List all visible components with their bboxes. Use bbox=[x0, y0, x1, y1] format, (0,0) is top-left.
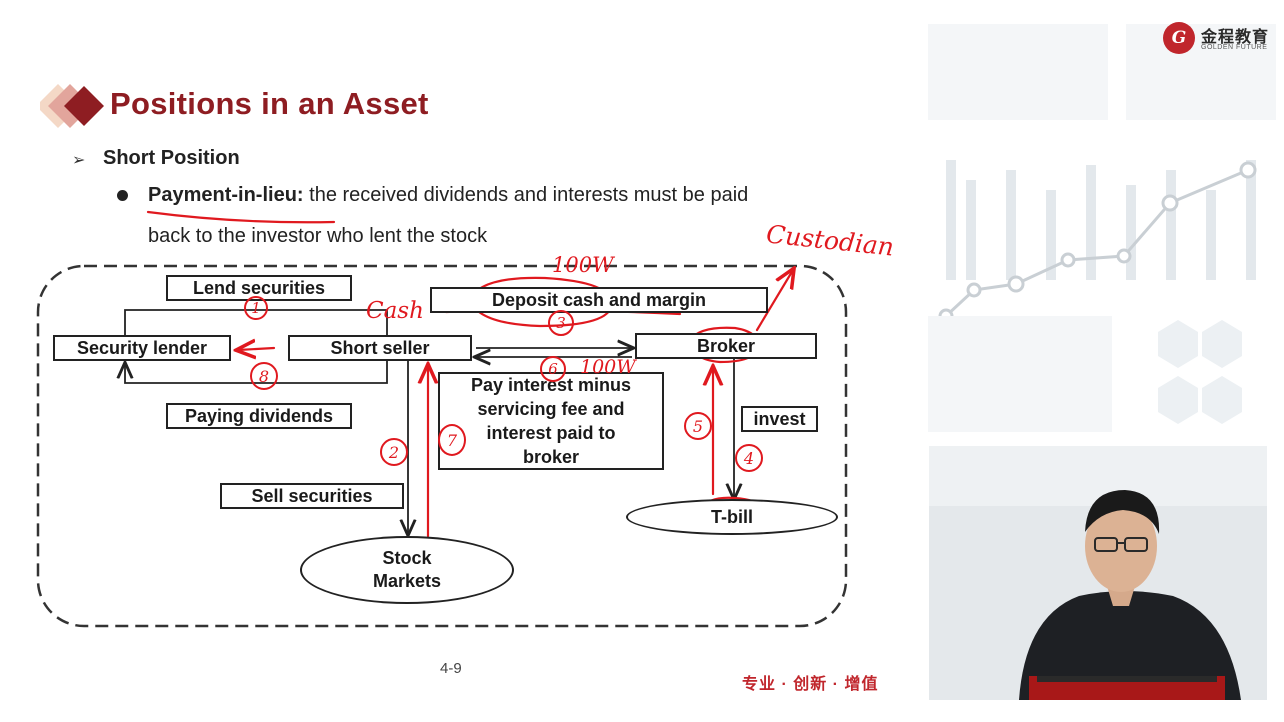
step-8-marker: 8 bbox=[250, 362, 278, 390]
short-seller-box: Short seller bbox=[288, 335, 472, 361]
logo-name-en: GOLDEN FUTURE bbox=[1201, 44, 1268, 51]
title-diamonds-icon bbox=[40, 84, 104, 128]
step-5-marker: 5 bbox=[684, 412, 712, 440]
step-3-marker: 3 bbox=[548, 310, 574, 336]
bullet-line-1: Payment-in-lieu: the received dividends … bbox=[148, 184, 748, 207]
step-4-marker: 4 bbox=[735, 444, 763, 472]
bullet-text-1: the received dividends and interests mus… bbox=[303, 184, 749, 206]
presenter-image bbox=[929, 446, 1267, 700]
deposit-cash-box: Deposit cash and margin bbox=[430, 287, 768, 313]
sell-securities-box: Sell securities bbox=[220, 483, 404, 509]
annotation-cash: Cash bbox=[366, 298, 424, 324]
pay-interest-box: Pay interest minus servicing fee and int… bbox=[438, 372, 664, 470]
security-lender-box: Security lender bbox=[53, 335, 231, 361]
annotation-amount-mid: 100W bbox=[580, 356, 636, 378]
step-6-marker: 6 bbox=[540, 356, 566, 382]
step-1-marker: 1 bbox=[244, 296, 268, 320]
brand-slogan: 专业 · 创新 · 增值 bbox=[742, 676, 879, 693]
pay-interest-line-4: broker bbox=[522, 447, 580, 467]
page-number: 4-9 bbox=[440, 660, 462, 677]
subheading: Short Position bbox=[103, 147, 240, 169]
golden-future-logo: G 金程教育 GOLDEN FUTURE bbox=[1163, 22, 1273, 58]
logo-mark: G bbox=[1163, 22, 1195, 54]
pay-interest-line-1: Pay interest minus bbox=[470, 375, 632, 395]
stock-markets-line-2: Markets bbox=[372, 571, 442, 591]
bullet-line-2: back to the investor who lent the stock bbox=[148, 225, 488, 247]
step-7-marker: 7 bbox=[438, 424, 466, 456]
presenter-webcam bbox=[929, 446, 1267, 700]
decorative-background bbox=[928, 24, 1276, 432]
step-2-marker: 2 bbox=[380, 438, 408, 466]
bullet-dot-icon bbox=[117, 190, 128, 201]
annotation-custodian: Custodian bbox=[764, 219, 896, 262]
slide-title: Positions in an Asset bbox=[110, 86, 429, 121]
tbill-ellipse: T-bill bbox=[626, 499, 838, 535]
pay-interest-line-3: interest paid to bbox=[486, 423, 616, 443]
bullet-term: Payment-in-lieu: bbox=[148, 184, 304, 206]
logo-name-cn: 金程教育 bbox=[1201, 29, 1270, 46]
pay-interest-line-2: servicing fee and bbox=[477, 399, 625, 419]
annotation-amount-top: 100W bbox=[552, 253, 614, 277]
subheading-arrow-icon: ➢ bbox=[72, 152, 86, 169]
stock-markets-line-1: Stock bbox=[382, 548, 432, 568]
paying-dividends-box: Paying dividends bbox=[166, 403, 352, 429]
stock-markets-ellipse: Stock Markets bbox=[300, 536, 514, 604]
invest-box: invest bbox=[741, 406, 818, 432]
broker-box: Broker bbox=[635, 333, 817, 359]
